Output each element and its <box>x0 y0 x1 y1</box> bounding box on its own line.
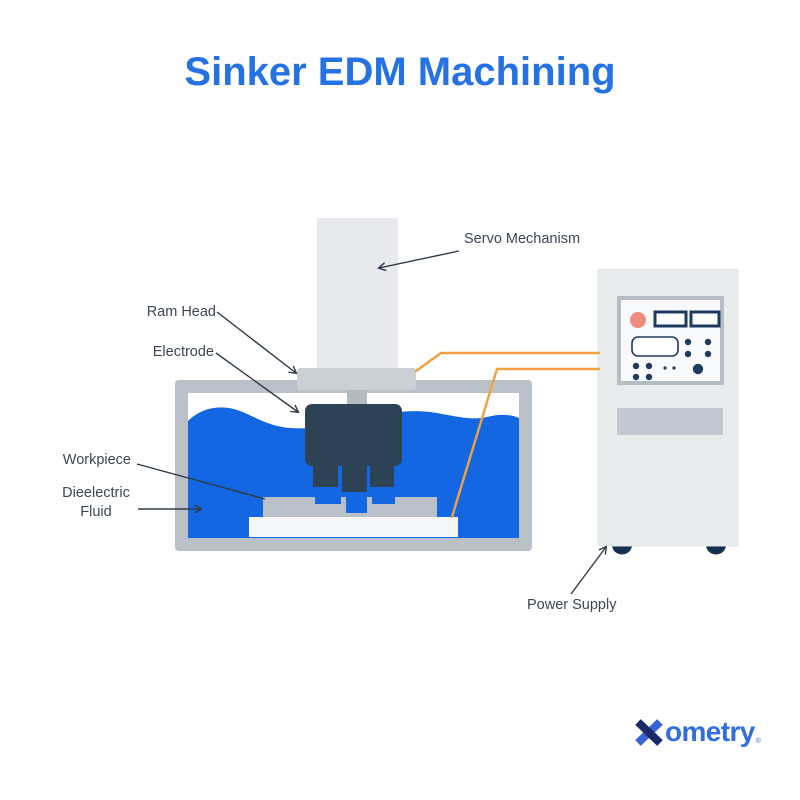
workpiece-platform <box>249 517 458 537</box>
ram-head-label: Ram Head <box>146 304 216 320</box>
panel-buttons <box>632 338 712 381</box>
workpiece-leader-line <box>136 463 266 500</box>
xometry-x-icon <box>635 719 663 746</box>
ram-head-shape <box>297 368 416 390</box>
electrode-shape <box>305 404 402 492</box>
power-supply-arrow <box>570 545 608 595</box>
servo-mechanism-label: Servo Mechanism <box>464 231 581 247</box>
electrode-label: Electrode <box>152 344 214 360</box>
caster-wheel-left <box>612 545 632 555</box>
dielectric-fluid-label: Dieelectric Fluid <box>62 485 130 520</box>
power-wires <box>414 351 601 519</box>
workpiece-shape <box>263 497 437 517</box>
power-supply-unit <box>597 268 739 555</box>
page-title: Sinker EDM Machining <box>184 50 616 94</box>
wire-upper <box>414 351 601 373</box>
power-button <box>630 312 646 328</box>
caster-wheel-right <box>706 545 726 555</box>
label-arrows <box>136 250 608 595</box>
registered-trademark-symbol: ® <box>755 738 761 745</box>
servo-mechanism-column <box>317 218 398 370</box>
vent-grille <box>617 408 723 435</box>
workpiece-label: Workpiece <box>62 452 131 468</box>
xometry-wordmark: ometry <box>665 716 755 747</box>
power-supply-label: Power Supply <box>527 597 617 613</box>
xometry-logo: ometry ® <box>633 715 761 749</box>
electrode-arrow <box>215 352 300 414</box>
meter-display-1 <box>653 310 688 328</box>
wire-lower <box>450 367 601 519</box>
ram-head-arrow <box>216 311 298 375</box>
servo-mechanism-arrow <box>377 250 460 272</box>
electrode-stem <box>347 388 367 408</box>
readout-screen <box>631 336 679 357</box>
meter-display-2 <box>689 310 721 328</box>
